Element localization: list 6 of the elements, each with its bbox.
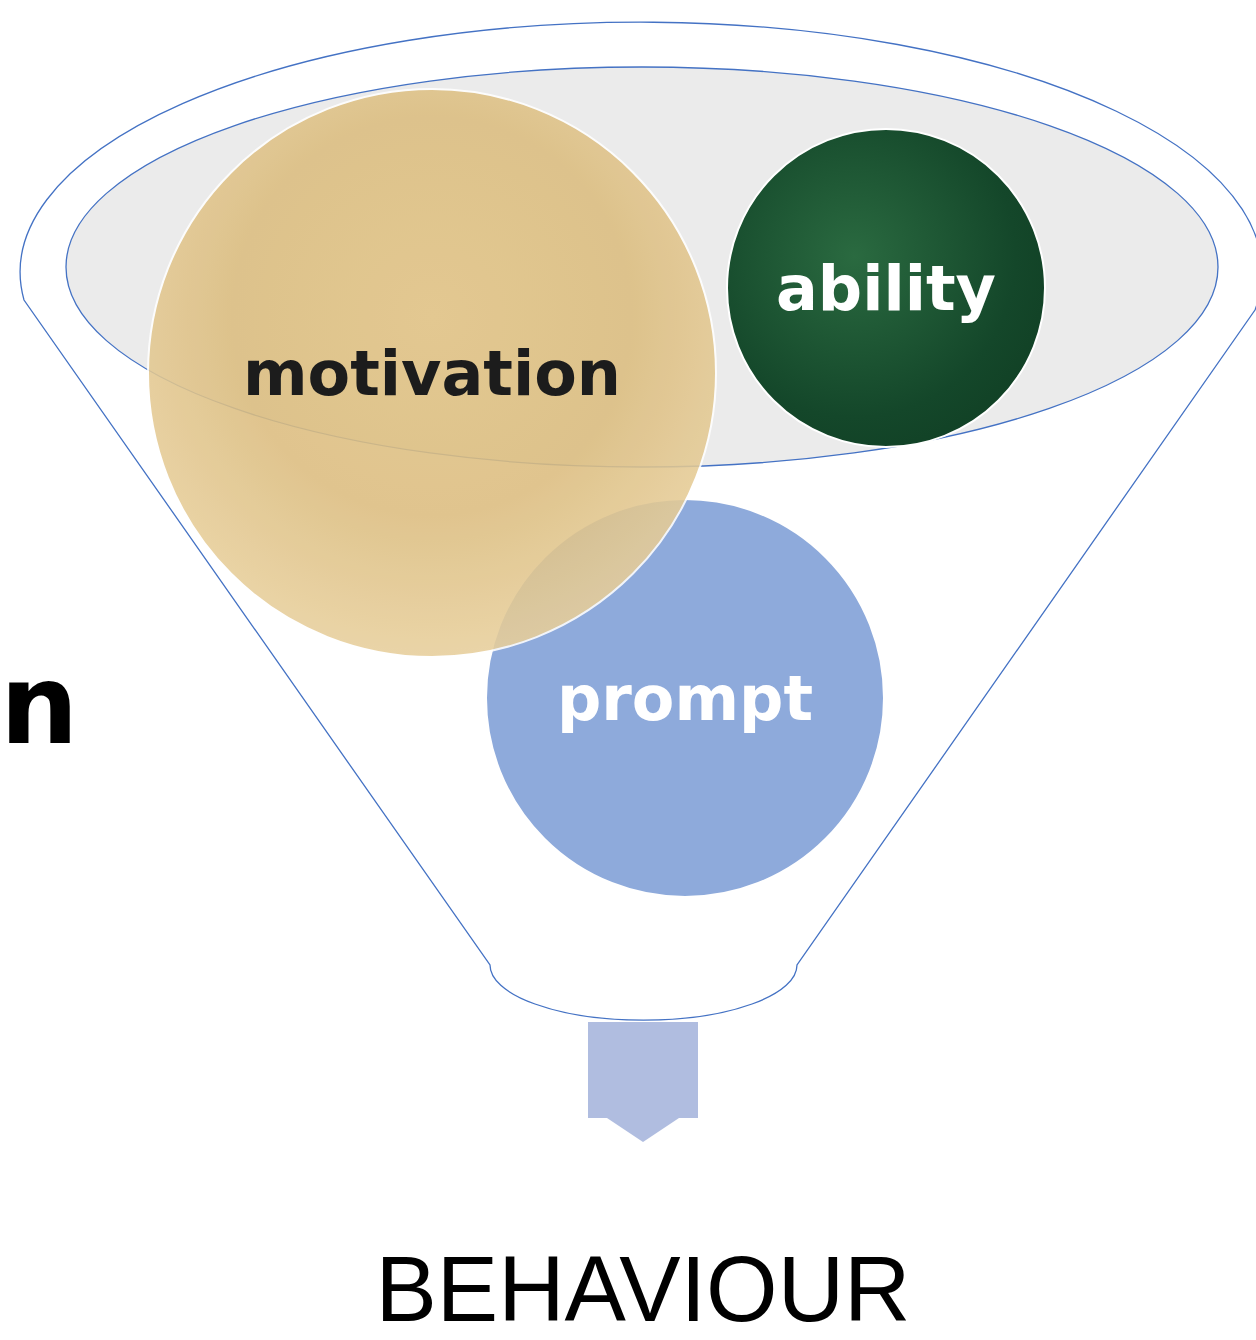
result-label: BEHAVIOUR [375,1238,911,1340]
down-arrow [588,1022,698,1142]
circle-label: motivation [243,336,621,410]
cut-off-letter: n [0,650,79,760]
circle-label: ability [776,251,996,325]
circle-label: prompt [556,661,814,735]
